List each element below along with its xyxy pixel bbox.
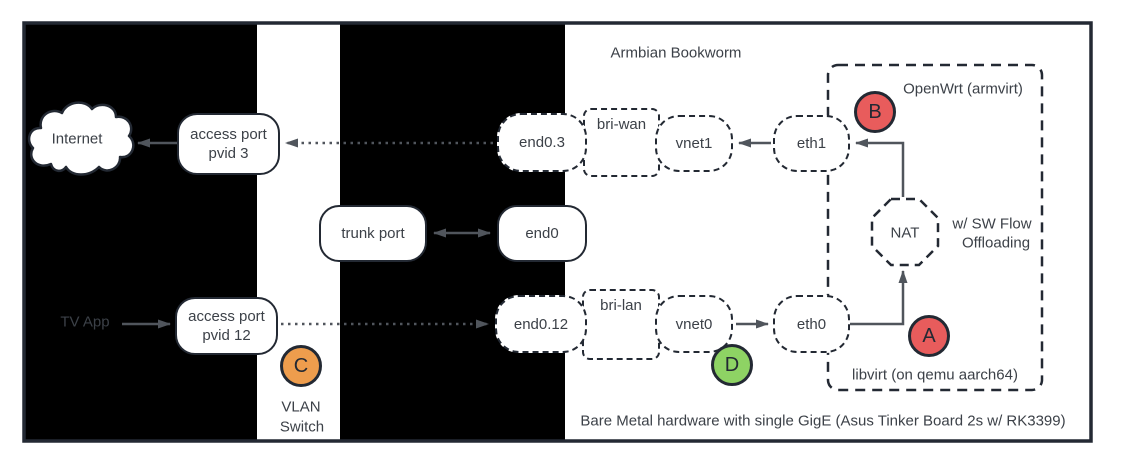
marker-label-c: C bbox=[293, 354, 309, 377]
marker-label-a: A bbox=[922, 324, 936, 347]
internet-cloud bbox=[27, 101, 135, 176]
black-region-left bbox=[24, 23, 257, 441]
node-vnet0: vnet0 bbox=[655, 295, 733, 353]
marker-circle-c: C bbox=[280, 345, 322, 387]
diagram-outer-border bbox=[22, 21, 1093, 443]
node-eth0: eth0 bbox=[773, 295, 850, 353]
arrow-nat-to-eth1 bbox=[855, 138, 905, 197]
node-label-end0-3: end0.3 bbox=[519, 134, 565, 151]
node-label-internet: Internet bbox=[51, 130, 103, 148]
node-vnet1: vnet1 bbox=[655, 115, 733, 172]
node-end0-3: end0.3 bbox=[497, 113, 587, 172]
label-vlan-line1: VLAN bbox=[281, 398, 321, 416]
node-label-access-port-3-line2: pvid 3 bbox=[208, 145, 249, 162]
node-label-access-port-3-line1: access port bbox=[190, 126, 267, 143]
node-end0: end0 bbox=[497, 205, 587, 262]
node-label-end0-12: end0.12 bbox=[513, 315, 569, 333]
node-label-access-port-12-line1: access port bbox=[188, 308, 265, 325]
label-sw-flow-line1: w/ SW Flow bbox=[952, 215, 1032, 233]
region-label-libvirt: libvirt (on qemu aarch64) bbox=[852, 366, 1018, 384]
marker-circle-a: A bbox=[908, 315, 950, 357]
node-label-tv-app: TV App bbox=[60, 313, 110, 331]
node-trunk-port: trunk port bbox=[319, 205, 427, 262]
node-label-eth1: eth1 bbox=[796, 135, 827, 152]
node-label-nat: NAT bbox=[890, 224, 920, 242]
caption-bare-metal: Bare Metal hardware with single GigE (As… bbox=[580, 412, 1066, 430]
openwrt-vm-dashed-box bbox=[826, 63, 1044, 392]
node-label-bri-wan: bri-wan bbox=[596, 116, 647, 133]
marker-circle-d: D bbox=[711, 344, 753, 386]
nat-octagon bbox=[870, 197, 940, 267]
node-label-end0: end0 bbox=[525, 225, 559, 242]
arrow-eth0-to-nat bbox=[850, 270, 908, 326]
region-label-openwrt: OpenWrt (armvirt) bbox=[903, 80, 1023, 98]
marker-label-b: B bbox=[868, 100, 882, 123]
node-label-vnet1: vnet1 bbox=[675, 135, 713, 152]
node-label-trunk-port: trunk port bbox=[341, 225, 405, 242]
node-bri-wan: bri-wan bbox=[583, 108, 660, 177]
region-label-armbian: Armbian Bookworm bbox=[610, 44, 742, 62]
node-end0-12: end0.12 bbox=[495, 295, 587, 353]
node-label-eth0: eth0 bbox=[796, 315, 827, 333]
node-access-port-pvid3: access port pvid 3 bbox=[177, 113, 280, 175]
node-eth1: eth1 bbox=[773, 115, 850, 172]
label-sw-flow-line2: Offloading bbox=[961, 234, 1031, 252]
marker-label-d: D bbox=[724, 353, 740, 376]
marker-circle-b: B bbox=[854, 91, 896, 133]
node-label-vnet0: vnet0 bbox=[675, 315, 713, 333]
node-label-bri-lan: bri-lan bbox=[600, 297, 642, 314]
node-access-port-pvid12: access port pvid 12 bbox=[175, 297, 278, 355]
label-vlan-line2: Switch bbox=[279, 418, 325, 436]
node-label-access-port-12-line2: pvid 12 bbox=[202, 327, 251, 344]
node-bri-lan: bri-lan bbox=[582, 289, 660, 360]
